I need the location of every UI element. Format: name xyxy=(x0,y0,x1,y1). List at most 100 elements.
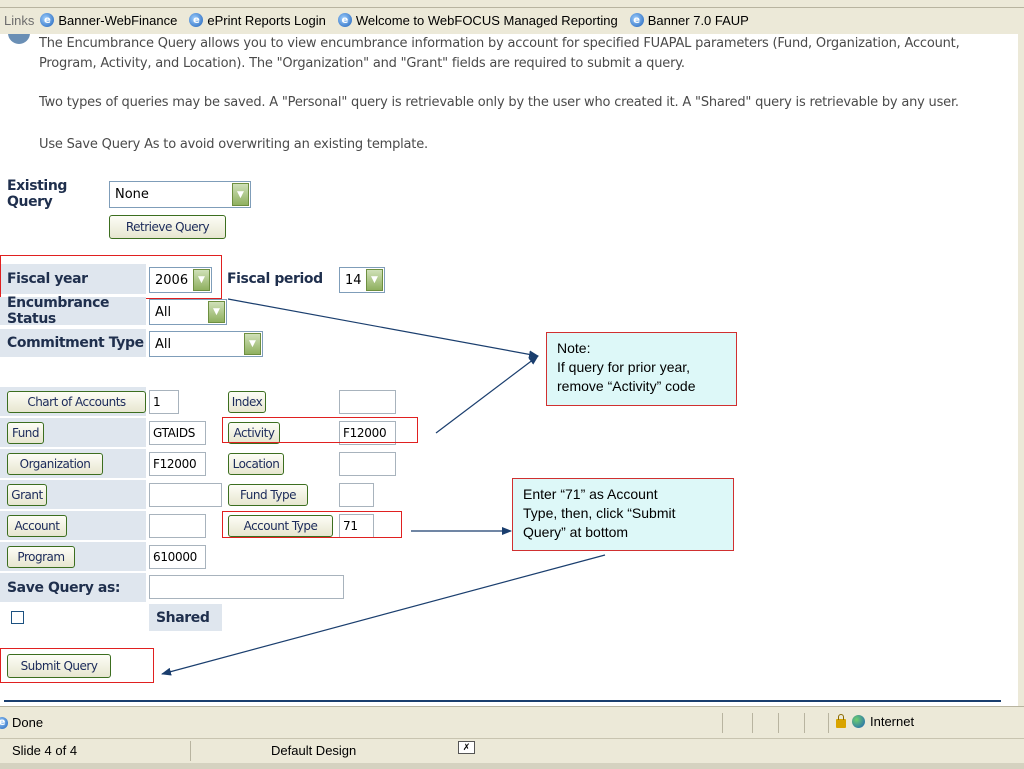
organization-button[interactable]: Organization xyxy=(7,453,103,475)
existing-query-label: Existing Query xyxy=(7,178,68,210)
fiscal-period-value: 14 xyxy=(345,272,362,288)
lock-icon xyxy=(836,714,846,728)
chevron-down-icon[interactable]: ▼ xyxy=(244,333,261,355)
vertical-scrollbar[interactable] xyxy=(1017,34,1024,706)
fund-type-input[interactable] xyxy=(339,483,374,507)
ie-page-icon: e xyxy=(629,13,644,27)
spelling-check-icon[interactable]: ✗ xyxy=(458,741,475,754)
fiscal-year-label: Fiscal year xyxy=(0,264,146,294)
status-separator xyxy=(778,713,779,733)
fiscal-period-select[interactable]: 14▼ xyxy=(339,267,385,293)
existing-query-value: None xyxy=(115,187,149,202)
activity-button[interactable]: Activity xyxy=(228,422,280,444)
submit-query-button[interactable]: Submit Query xyxy=(7,654,111,678)
commitment-type-label: Commitment Type xyxy=(0,329,146,357)
account-button[interactable]: Account xyxy=(7,515,67,537)
account-type-callout: Enter “71” as Account Type, then, click … xyxy=(512,478,734,551)
browser-status-bar: e Done Internet xyxy=(0,706,1024,739)
info-icon xyxy=(8,34,30,44)
note-callout: Note: If query for prior year, remove “A… xyxy=(546,332,737,406)
links-label: Links xyxy=(4,12,35,28)
commitment-type-value: All xyxy=(155,336,172,352)
chart-of-accounts-input[interactable]: 1 xyxy=(149,390,179,414)
chevron-down-icon[interactable]: ▼ xyxy=(366,269,383,291)
status-separator xyxy=(190,741,191,761)
shared-checkbox[interactable] xyxy=(11,611,24,624)
description-paragraph-3: Use Save Query As to avoid overwriting a… xyxy=(39,137,428,152)
retrieve-query-button[interactable]: Retrieve Query xyxy=(109,215,226,239)
account-type-callout-line-2: Type, then, click “Submit xyxy=(523,505,676,521)
chart-of-accounts-button[interactable]: Chart of Accounts xyxy=(7,391,146,413)
program-input[interactable]: 610000 xyxy=(149,545,206,569)
encumbrance-status-select[interactable]: All ▼ xyxy=(149,299,227,325)
presentation-status-bar: Slide 4 of 4 Default Design ✗ xyxy=(0,738,1024,769)
fiscal-year-select[interactable]: 2006▼ xyxy=(149,267,212,293)
taskbar-strip xyxy=(0,763,1024,769)
security-zone: Internet xyxy=(836,714,914,729)
fiscal-period-label: Fiscal period xyxy=(227,271,323,287)
shared-label: Shared xyxy=(149,604,222,631)
chevron-down-icon[interactable]: ▼ xyxy=(232,183,249,206)
activity-arrow xyxy=(435,355,539,434)
link-label: Welcome to WebFOCUS Managed Reporting xyxy=(355,12,618,28)
organization-input[interactable]: F12000 xyxy=(149,452,206,476)
fiscal-year-value: 2006 xyxy=(155,272,189,288)
activity-input[interactable]: F12000 xyxy=(339,421,396,445)
note-callout-line-3: remove “Activity” code xyxy=(557,378,696,394)
save-query-input[interactable] xyxy=(149,575,344,599)
account-type-input[interactable]: 71 xyxy=(339,514,374,538)
location-input[interactable] xyxy=(339,452,396,476)
description-paragraph-2: Two types of queries may be saved. A "Pe… xyxy=(39,95,959,110)
description-paragraph-1: The Encumbrance Query allows you to view… xyxy=(39,36,960,71)
encumbrance-status-label: Encumbrance Status xyxy=(0,295,146,327)
grant-input[interactable] xyxy=(149,483,222,507)
ie-page-icon: e xyxy=(40,13,55,27)
page-divider xyxy=(4,700,1001,702)
content-area: The Encumbrance Query allows you to view… xyxy=(0,34,1018,706)
link-label: ePrint Reports Login xyxy=(207,12,326,28)
status-separator xyxy=(722,713,723,733)
grant-button[interactable]: Grant xyxy=(7,484,47,506)
design-name: Default Design xyxy=(271,743,357,758)
location-button[interactable]: Location xyxy=(228,453,284,475)
zone-text: Internet xyxy=(870,714,915,729)
link-label: Banner-WebFinance xyxy=(58,12,178,28)
fund-type-button[interactable]: Fund Type xyxy=(228,484,308,506)
account-input[interactable] xyxy=(149,514,206,538)
ie-page-icon: e xyxy=(189,13,204,27)
link-label: Banner 7.0 FAUP xyxy=(647,12,749,28)
fund-button[interactable]: Fund xyxy=(7,422,44,444)
commitment-type-select[interactable]: All ▼ xyxy=(149,331,263,357)
account-type-callout-line-3: Query” at bottom xyxy=(523,524,629,540)
ie-page-icon: e xyxy=(337,13,352,27)
note-callout-line-1: Note: xyxy=(557,340,591,356)
status-separator xyxy=(752,713,753,733)
save-query-label: Save Query as: xyxy=(0,573,146,602)
internet-globe-icon xyxy=(852,715,865,728)
program-button[interactable]: Program xyxy=(7,546,75,568)
status-text: Done xyxy=(12,715,44,730)
slide-indicator: Slide 4 of 4 xyxy=(12,743,78,758)
index-input[interactable] xyxy=(339,390,396,414)
submit-arrow xyxy=(161,554,606,676)
index-button[interactable]: Index xyxy=(228,391,266,413)
chevron-down-icon[interactable]: ▼ xyxy=(193,269,210,291)
fund-input[interactable]: GTAIDS xyxy=(149,421,206,445)
address-bar-strip xyxy=(0,0,1024,8)
account-type-callout-line-1: Enter “71” as Account xyxy=(523,486,658,502)
account-type-button[interactable]: Account Type xyxy=(228,515,333,537)
note-callout-line-2: If query for prior year, xyxy=(557,359,691,375)
status-separator xyxy=(804,713,805,733)
status-done: e Done xyxy=(0,715,43,730)
chevron-down-icon[interactable]: ▼ xyxy=(208,301,225,323)
fiscal-year-arrow xyxy=(227,298,539,359)
ie-page-icon: e xyxy=(0,716,8,729)
encumbrance-status-value: All xyxy=(155,304,172,320)
existing-query-select[interactable]: None ▼ xyxy=(109,181,251,208)
